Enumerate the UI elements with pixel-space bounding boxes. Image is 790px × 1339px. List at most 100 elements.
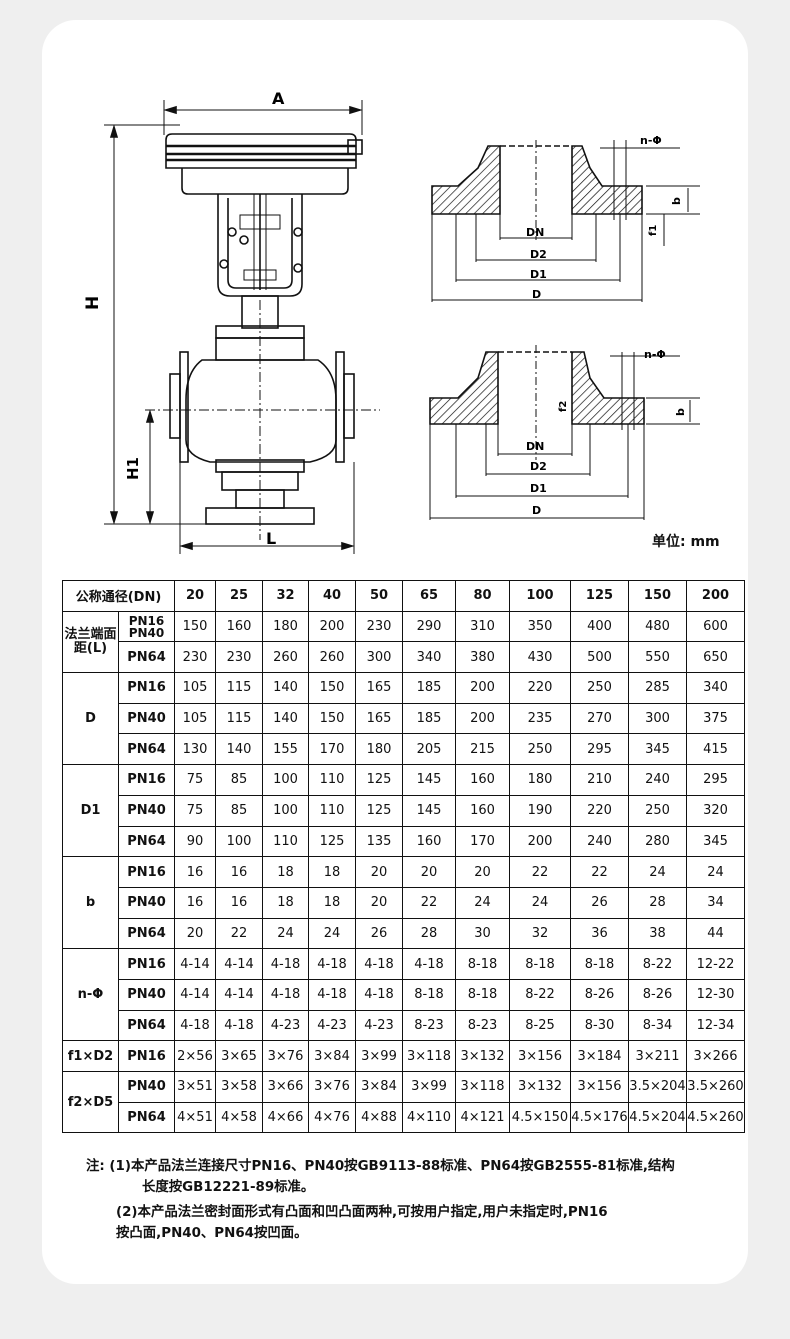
value-cell: 4-14	[174, 978, 216, 1011]
value-cell: 8-23	[402, 1009, 456, 1042]
value-cell: 3×84	[355, 1071, 403, 1103]
value-cell: 380	[455, 641, 510, 674]
group-label-cell: D1	[62, 764, 119, 858]
value-cell: 22	[215, 917, 263, 950]
value-cell: 105	[174, 672, 216, 704]
value-cell: 4.5×150	[509, 1101, 571, 1134]
value-cell: 8-26	[628, 978, 687, 1011]
value-cell: 3×51	[174, 1071, 216, 1103]
value-cell: 4×76	[308, 1101, 356, 1134]
value-cell: 340	[686, 672, 745, 704]
value-cell: 20	[402, 856, 456, 888]
value-cell: 24	[628, 856, 687, 888]
value-cell: 310	[455, 610, 510, 643]
value-cell: 4-14	[215, 978, 263, 1011]
flange2-f-label: f2	[558, 401, 569, 412]
value-cell: 215	[455, 733, 510, 766]
value-cell: 3×132	[509, 1071, 571, 1103]
value-cell: 4-18	[215, 1009, 263, 1042]
value-cell: 4-14	[174, 948, 216, 980]
flange2-d-label: D	[532, 504, 541, 517]
value-cell: 3×266	[686, 1040, 745, 1072]
value-cell: 115	[215, 672, 263, 704]
value-cell: 24	[455, 886, 510, 919]
value-cell: 185	[402, 702, 456, 735]
value-cell: 3×65	[215, 1040, 263, 1072]
value-cell: 16	[215, 886, 263, 919]
value-cell: 75	[174, 794, 216, 827]
value-cell: 4-23	[262, 1009, 309, 1042]
value-cell: 12-34	[686, 1009, 745, 1042]
value-cell: 3.5×204	[628, 1071, 687, 1103]
note-1-line-b: 长度按GB12221-89标准。	[142, 1180, 315, 1195]
value-cell: 220	[509, 672, 571, 704]
value-cell: 4-14	[215, 948, 263, 980]
value-cell: 18	[308, 856, 356, 888]
value-cell: 4-18	[308, 978, 356, 1011]
value-cell: 12-22	[686, 948, 745, 980]
value-cell: 3×132	[455, 1040, 510, 1072]
value-cell: 24	[262, 917, 309, 950]
value-cell: 200	[308, 610, 356, 643]
group-label-cell: n-Φ	[62, 948, 119, 1042]
value-cell: 28	[628, 886, 687, 919]
value-cell: 160	[455, 764, 510, 796]
header-dn-cell: 100	[509, 580, 571, 612]
value-cell: 18	[308, 886, 356, 919]
value-cell: 240	[628, 764, 687, 796]
value-cell: 34	[686, 886, 745, 919]
value-cell: 140	[262, 702, 309, 735]
value-cell: 3×58	[215, 1071, 263, 1103]
value-cell: 280	[628, 825, 687, 858]
group-label-cell: b	[62, 856, 119, 950]
value-cell: 250	[570, 672, 629, 704]
value-cell: 600	[686, 610, 745, 643]
flange1-b-label: b	[670, 197, 683, 205]
value-cell: 3×99	[355, 1040, 403, 1072]
value-cell: 180	[262, 610, 309, 643]
flange2-d2-label: D2	[530, 460, 547, 473]
note-1: 注: (1)本产品法兰连接尺寸PN16、PN40按GB9113-88标准、PN6…	[86, 1156, 766, 1198]
value-cell: 4×51	[174, 1101, 216, 1134]
value-cell: 4.5×204	[628, 1101, 687, 1134]
sub-label-cell: PN16	[118, 948, 175, 980]
value-cell: 300	[628, 702, 687, 735]
value-cell: 4-18	[355, 978, 403, 1011]
value-cell: 30	[455, 917, 510, 950]
value-cell: 290	[402, 610, 456, 643]
value-cell: 110	[308, 794, 356, 827]
header-dn-cell: 20	[174, 580, 216, 612]
value-cell: 8-18	[509, 948, 571, 980]
value-cell: 8-34	[628, 1009, 687, 1042]
value-cell: 26	[570, 886, 629, 919]
value-cell: 160	[215, 610, 263, 643]
value-cell: 190	[509, 794, 571, 827]
value-cell: 3×156	[570, 1071, 629, 1103]
value-cell: 75	[174, 764, 216, 796]
notes: 注: (1)本产品法兰连接尺寸PN16、PN40按GB9113-88标准、PN6…	[86, 1156, 766, 1248]
value-cell: 270	[570, 702, 629, 735]
value-cell: 4.5×260	[686, 1101, 745, 1134]
value-cell: 4×88	[355, 1101, 403, 1134]
value-cell: 110	[262, 825, 309, 858]
value-cell: 650	[686, 641, 745, 674]
value-cell: 4-18	[355, 948, 403, 980]
value-cell: 3×76	[308, 1071, 356, 1103]
sub-label-cell: PN40	[118, 702, 175, 735]
value-cell: 205	[402, 733, 456, 766]
value-cell: 24	[686, 856, 745, 888]
note-2: (2)本产品法兰密封面形式有凸面和凹凸面两种,可按用户指定,用户未指定时,PN1…	[86, 1202, 766, 1244]
value-cell: 3×66	[262, 1071, 309, 1103]
value-cell: 345	[686, 825, 745, 858]
value-cell: 145	[402, 794, 456, 827]
value-cell: 18	[262, 856, 309, 888]
value-cell: 12-30	[686, 978, 745, 1011]
value-cell: 150	[308, 672, 356, 704]
value-cell: 125	[308, 825, 356, 858]
unit-label: 单位: mm	[652, 534, 720, 550]
